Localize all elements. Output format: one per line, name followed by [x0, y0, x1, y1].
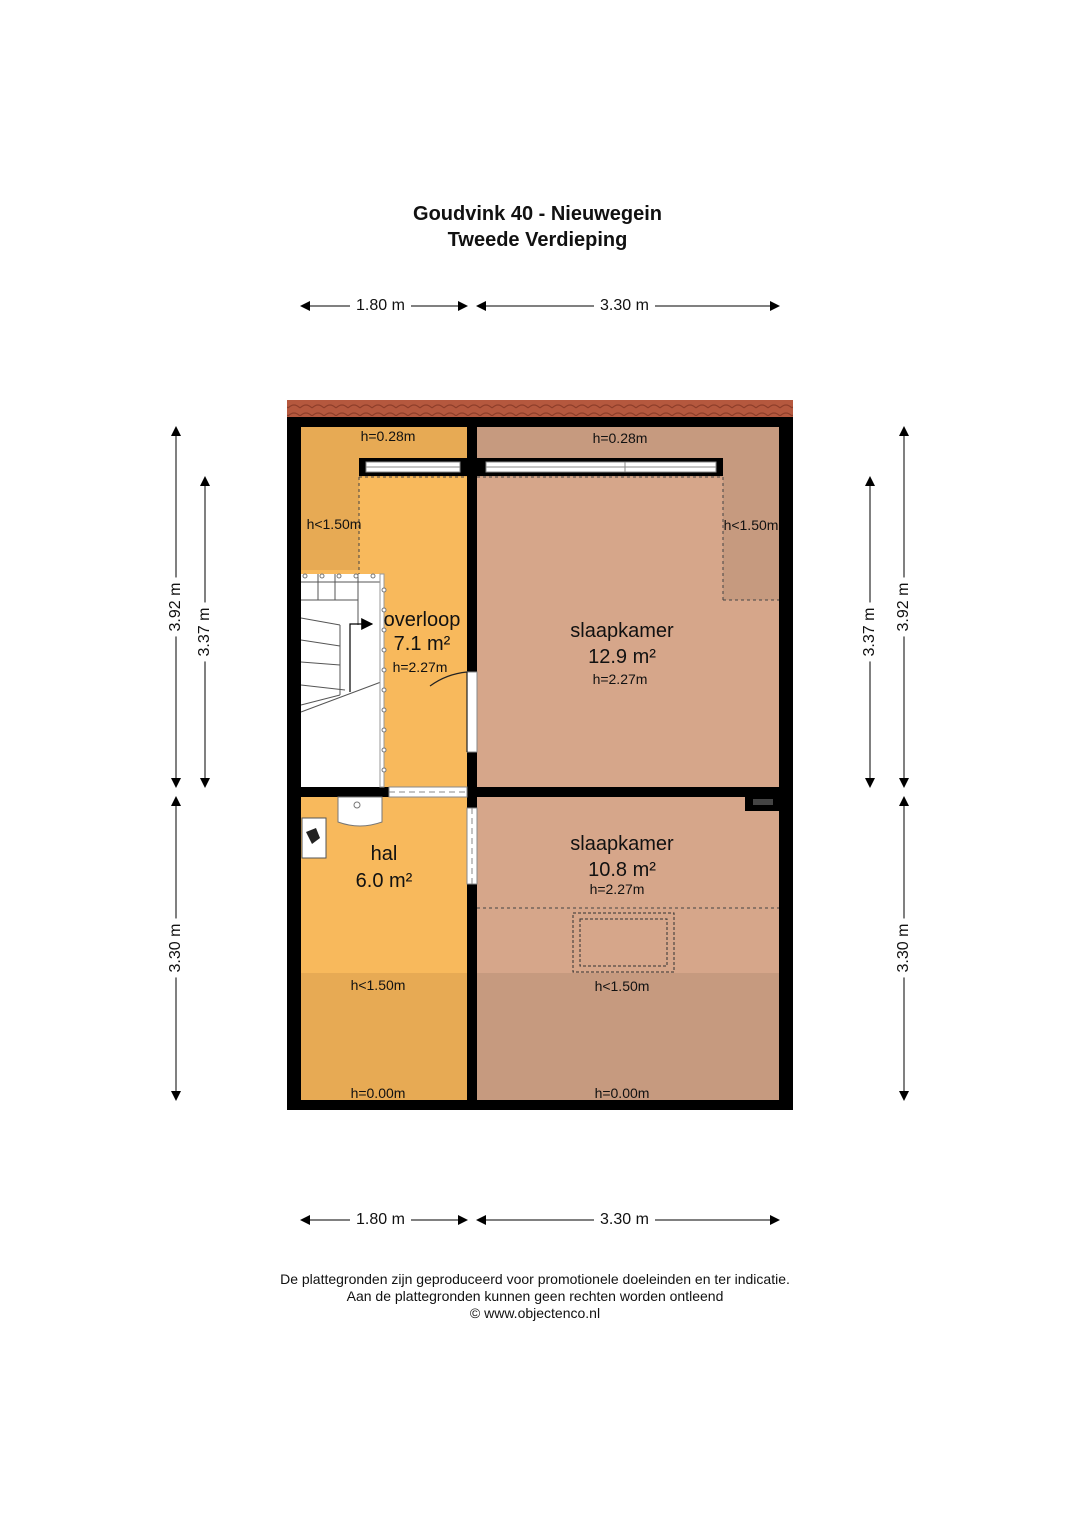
- height-top-right-ridge: h=0.28m: [592, 430, 648, 446]
- height-hal-zero: h=0.00m: [350, 1085, 406, 1101]
- height-bedroom-low: h<1.50m: [594, 978, 650, 994]
- room-slaapkamer-top-name: slaapkamer: [570, 620, 674, 642]
- room-slaapkamer-bottom-area: 10.8 m²: [588, 859, 656, 881]
- door-hal-overloop: [388, 786, 468, 798]
- room-overloop-name: overloop: [383, 609, 461, 631]
- door-hal-bedroom: [466, 807, 478, 885]
- stair-arrow: [349, 618, 374, 692]
- skylight: [572, 912, 675, 973]
- stair-rail: [379, 573, 385, 788]
- dim-left-outer-top: 3.92 m: [167, 577, 185, 637]
- disclaimer-line-1: De plattegronden zijn geproduceerd voor …: [280, 1271, 790, 1287]
- height-left-low: h<1.50m: [306, 516, 362, 532]
- dim-top-left: 1.80 m: [350, 297, 411, 315]
- height-right-low: h<1.50m: [723, 517, 779, 533]
- room-hal-floor: [301, 797, 467, 973]
- height-bedroom-zero: h=0.00m: [594, 1085, 650, 1101]
- height-top-left-ridge: h=0.28m: [360, 428, 416, 444]
- room-slaapkamer-bottom-floor: [477, 797, 779, 973]
- door-bedroom-top: [429, 671, 478, 753]
- dim-right-outer-bottom: 3.30 m: [895, 918, 913, 978]
- room-hal-area: 6.0 m²: [355, 870, 413, 892]
- dim-right-outer-top: 3.92 m: [895, 577, 913, 637]
- room-slaapkamer-top-low: [723, 427, 779, 600]
- slope-lines: [358, 476, 779, 909]
- dim-left-inner-top: 3.37 m: [196, 602, 214, 662]
- dim-bottom-left: 1.80 m: [350, 1211, 411, 1229]
- room-hal-name: hal: [370, 843, 398, 865]
- plan-title: Goudvink 40 - Nieuwegein: [413, 203, 662, 225]
- room-overloop-area: 7.1 m²: [393, 633, 451, 655]
- dim-right-inner-top: 3.37 m: [861, 602, 879, 662]
- room-overloop-low-zone: [301, 427, 359, 570]
- plan-subtitle: Tweede Verdieping: [447, 229, 628, 251]
- stair-balusters: [302, 573, 387, 773]
- dim-left-outer-bottom: 3.30 m: [167, 918, 185, 978]
- wash-basin: [337, 796, 383, 827]
- disclaimer-line-2: Aan de plattegronden kunnen geen rechten…: [346, 1288, 724, 1304]
- room-slaapkamer-bottom-height: h=2.27m: [589, 881, 645, 897]
- boiler-unit: [301, 817, 327, 859]
- room-slaapkamer-bottom-name: slaapkamer: [570, 833, 674, 855]
- roof-tiles: [287, 400, 793, 418]
- room-slaapkamer-bottom-low: [477, 973, 779, 1100]
- room-slaapkamer-top-area: 12.9 m²: [588, 646, 656, 668]
- stair-treads: [300, 574, 382, 713]
- room-hal-low: [301, 973, 467, 1100]
- copyright-link[interactable]: © www.objectenco.nl: [469, 1305, 601, 1321]
- staircase: [301, 574, 381, 787]
- height-hal-low: h<1.50m: [350, 977, 406, 993]
- room-overloop-height: h=2.27m: [392, 659, 448, 675]
- room-slaapkamer-top-height: h=2.27m: [592, 671, 648, 687]
- dim-top-right: 3.30 m: [594, 297, 655, 315]
- dim-bottom-right: 3.30 m: [594, 1211, 655, 1229]
